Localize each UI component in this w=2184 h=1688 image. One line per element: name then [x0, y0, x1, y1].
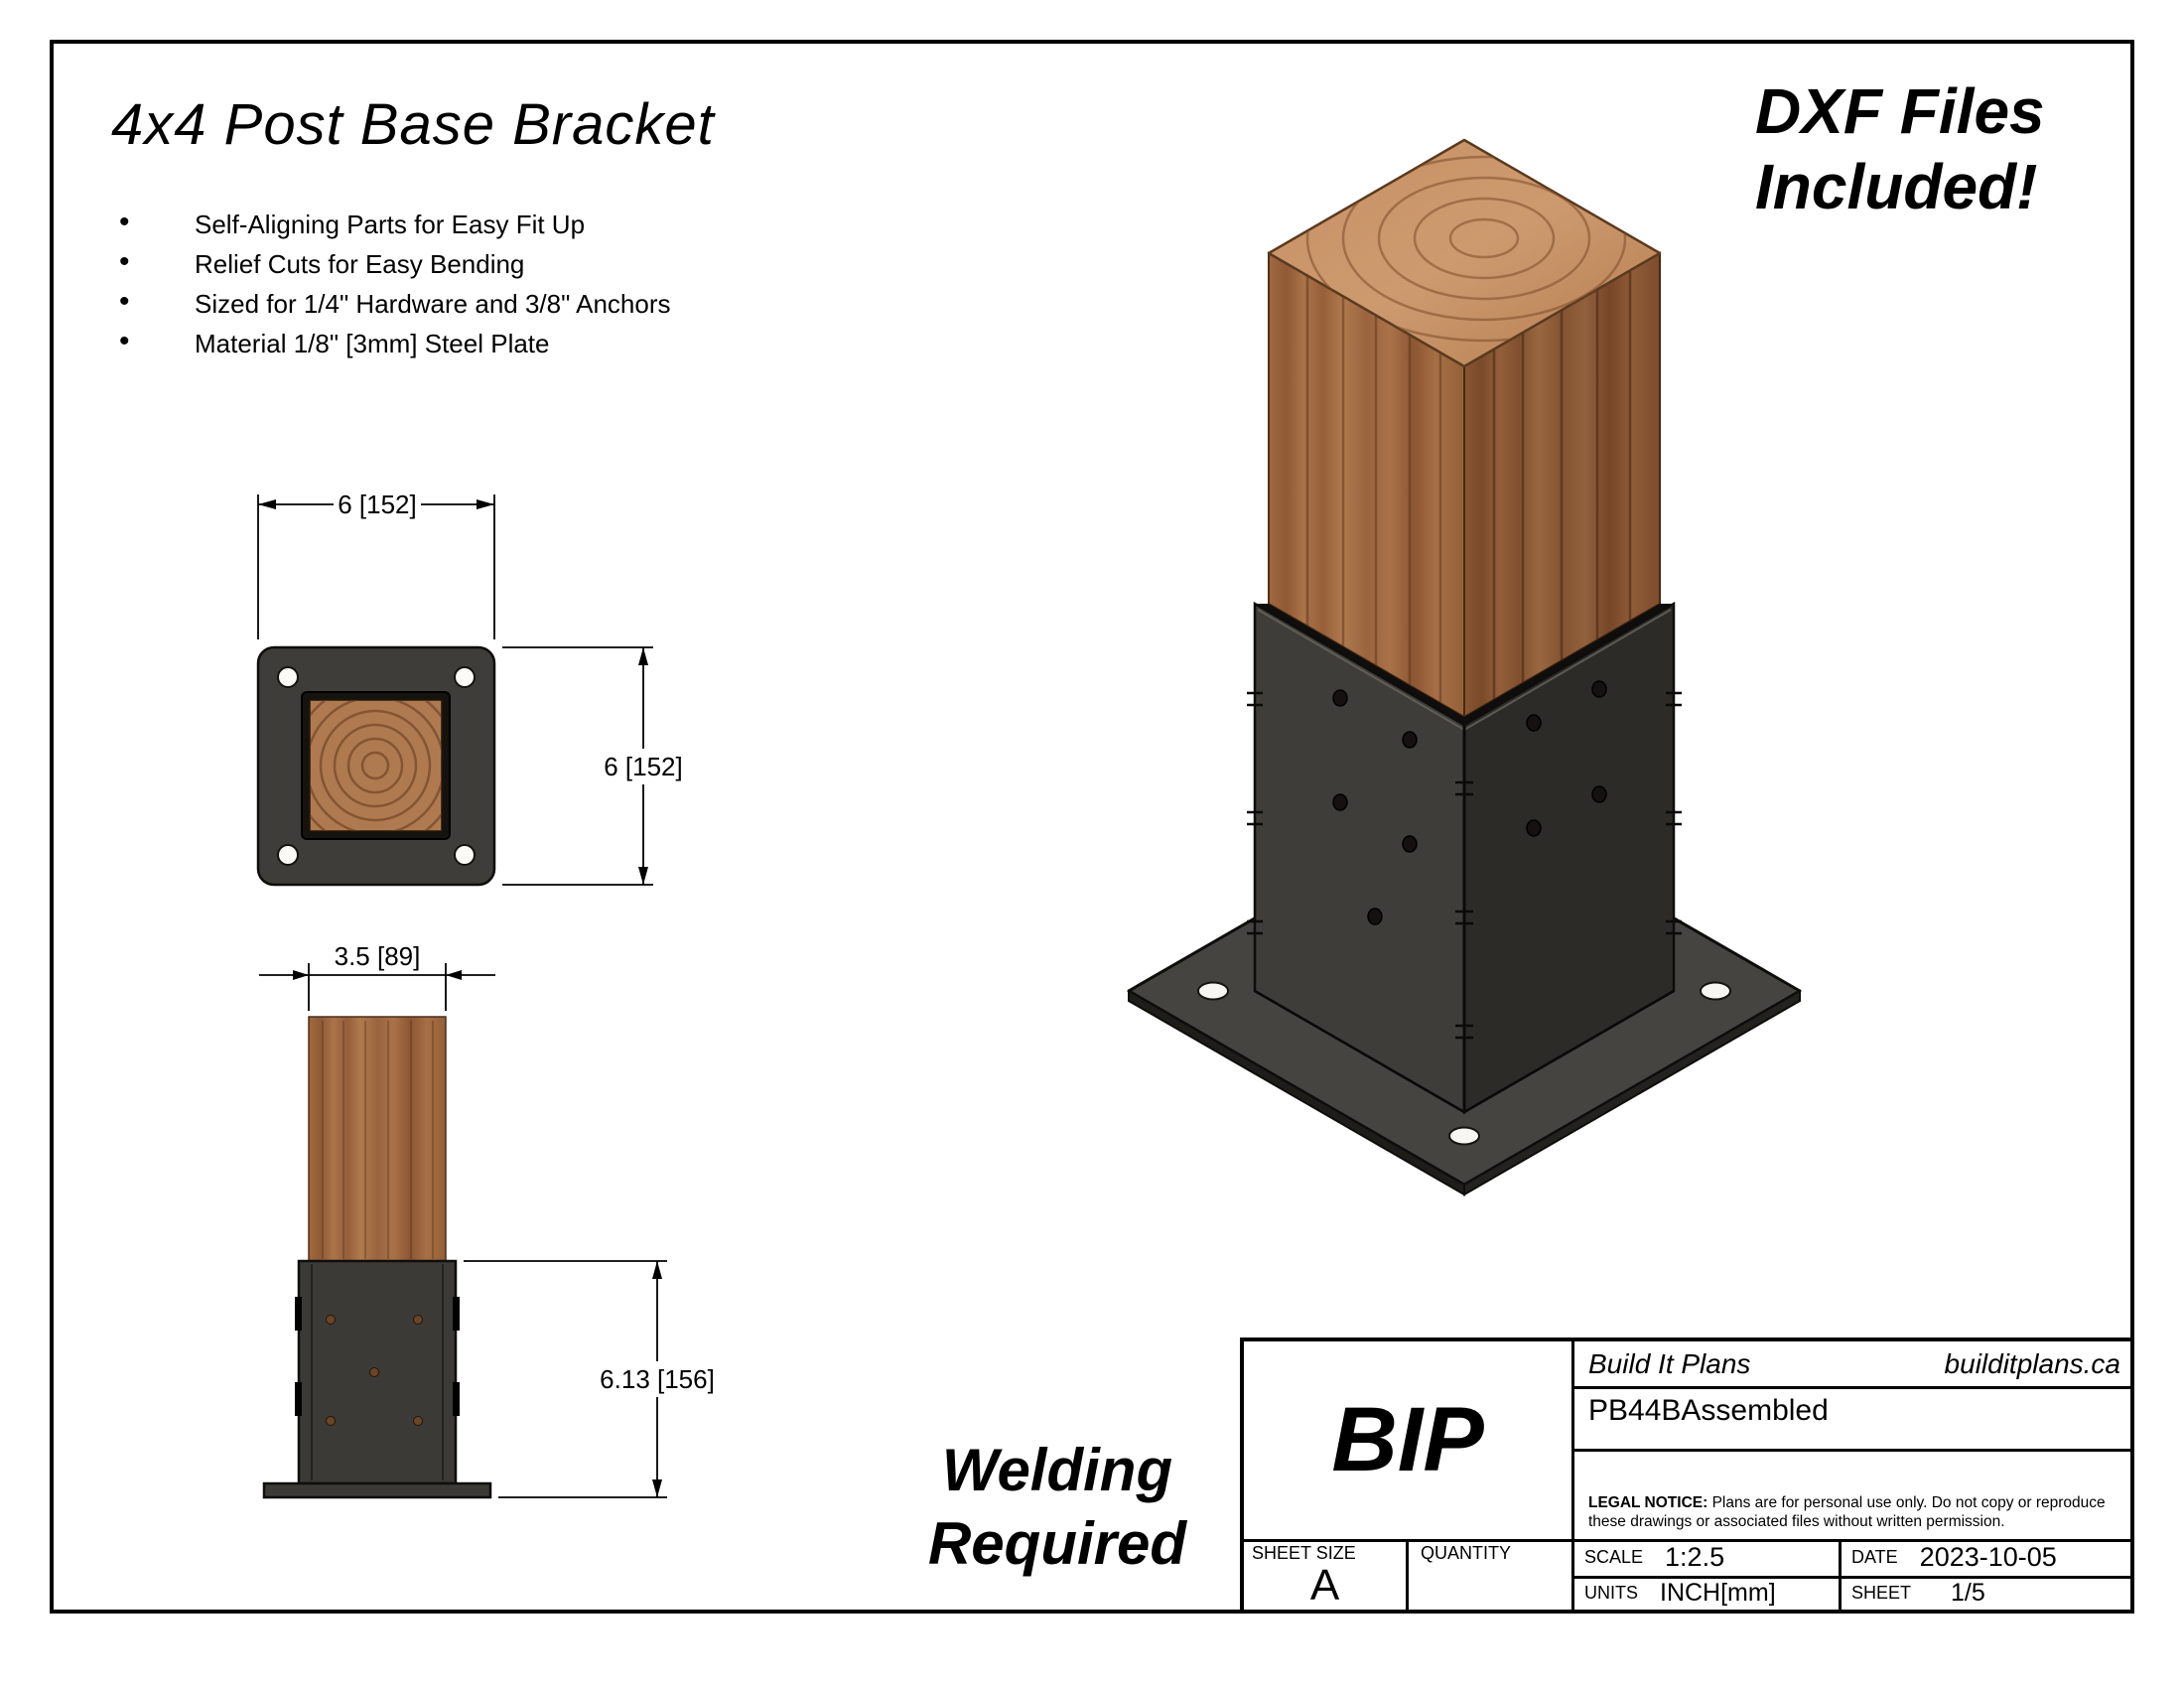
list-item: •Self-Aligning Parts for Easy Fit Up — [87, 205, 671, 244]
divider — [1571, 1576, 2130, 1579]
dxf-line-1: DXF Files — [1755, 75, 2045, 147]
company-row: Build It Plans builditplans.ca — [1574, 1341, 2134, 1386]
sheet-size-value: A — [1309, 1561, 1340, 1610]
anchor-hole — [454, 844, 476, 866]
bullet-icon: • — [119, 206, 130, 238]
front-view-drawing: 3.5 [89] 6.13 [156] — [259, 941, 721, 1499]
divider — [1571, 1341, 1574, 1610]
units-value: INCH[mm] — [1660, 1578, 1776, 1607]
post-end-grain — [309, 699, 443, 832]
welding-required-callout: Welding Required — [874, 1434, 1241, 1581]
divider — [1571, 1539, 2130, 1542]
list-item: •Relief Cuts for Easy Bending — [87, 244, 671, 284]
bullet-icon: • — [119, 325, 130, 357]
anchor-hole — [277, 666, 299, 688]
legal-notice-text: Plans are for personal use only. Do not … — [1588, 1494, 2106, 1530]
wood-grain-lines — [1492, 270, 1632, 700]
dim-text-mask — [596, 749, 691, 784]
welding-line-1: Welding — [941, 1437, 1173, 1503]
top-view-height-dimension: 6 [152] — [604, 752, 683, 781]
quantity-label: QUANTITY — [1421, 1543, 1512, 1563]
anchor-hole — [454, 666, 476, 688]
divider — [1839, 1539, 1842, 1610]
front-view-width-dimension: 3.5 [89] — [335, 941, 421, 971]
screw-holes — [326, 1315, 423, 1426]
top-view-width-dimension: 6 [152] — [338, 490, 417, 519]
top-view-bracket — [256, 645, 496, 887]
divider — [1571, 1449, 2130, 1452]
dim-text-mask — [594, 1361, 721, 1397]
sheet-value: 1/5 — [1951, 1578, 1985, 1607]
sheet-number-cell: SHEET 1/5 — [1842, 1576, 2134, 1610]
company-logo: BIP — [1331, 1389, 1484, 1490]
divider — [1571, 1386, 2130, 1389]
anchor-hole — [1448, 1126, 1480, 1146]
part-name-row: PB44BAssembled — [1574, 1386, 2134, 1449]
sheet-size-label: SHEET SIZE — [1252, 1543, 1356, 1563]
iso-sleeve — [1247, 601, 1682, 1115]
part-name: PB44BAssembled — [1588, 1394, 1829, 1427]
welding-line-2: Required — [927, 1510, 1187, 1577]
bullet-icon: • — [119, 285, 130, 318]
date-cell: DATE 2023-10-05 — [1842, 1539, 2134, 1576]
growth-rings — [310, 700, 442, 831]
wood-grain-lines — [322, 1021, 434, 1259]
page-title: 4x4 Post Base Bracket — [111, 92, 715, 157]
divider — [1406, 1539, 1409, 1610]
iso-post — [1267, 138, 1662, 719]
divider — [1244, 1539, 1574, 1542]
front-view-height-dimension: 6.13 [156] — [600, 1364, 715, 1394]
relief-cut-notches — [295, 1297, 460, 1416]
date-label: DATE — [1851, 1547, 1898, 1567]
growth-rings — [1305, 140, 1660, 343]
front-view-post — [308, 1016, 447, 1262]
isometric-view — [1127, 138, 1802, 1196]
sheet-size-cell: SHEET SIZE A — [1244, 1539, 1406, 1610]
front-view-bracket — [262, 1259, 492, 1499]
top-view-arrowheads — [258, 499, 648, 885]
units-label: UNITS — [1584, 1582, 1638, 1603]
list-item: •Material 1/8" [3mm] Steel Plate — [87, 324, 671, 363]
top-view-drawing: 6 [152] 6 [152] — [256, 487, 691, 887]
scale-cell: SCALE 1:2.5 — [1574, 1539, 1839, 1576]
front-view-arrowheads — [293, 970, 662, 1497]
anchor-hole — [277, 844, 299, 866]
wood-grain-lines — [1305, 276, 1442, 703]
units-cell: UNITS INCH[mm] — [1574, 1576, 1839, 1610]
quantity-cell: QUANTITY — [1409, 1539, 1571, 1610]
date-value: 2023-10-05 — [1919, 1542, 2057, 1572]
anchor-hole — [1700, 981, 1731, 1001]
sheet-label: SHEET — [1851, 1582, 1912, 1603]
sheet-border-frame — [50, 40, 2134, 1614]
legal-notice-label: LEGAL NOTICE: — [1588, 1494, 1708, 1511]
company-website: builditplans.ca — [1944, 1347, 2120, 1379]
relief-cut-ticks — [1247, 691, 1682, 1040]
legal-notice-row: LEGAL NOTICE: Plans are for personal use… — [1574, 1449, 2134, 1539]
dxf-files-callout: DXF Files Included! — [1755, 73, 2045, 224]
base-flange — [262, 1481, 492, 1499]
anchor-hole — [1197, 981, 1229, 1001]
scale-label: SCALE — [1584, 1547, 1644, 1567]
bullet-icon: • — [119, 245, 130, 278]
screw-holes — [1332, 680, 1607, 925]
company-name: Build It Plans — [1588, 1347, 1751, 1379]
title-block: BIP SHEET SIZE A QUANTITY Build It Plans… — [1240, 1337, 2134, 1614]
scale-value: 1:2.5 — [1665, 1542, 1725, 1572]
dxf-line-2: Included! — [1755, 151, 2038, 222]
dim-text-mask — [334, 487, 421, 522]
feature-notes-list: •Self-Aligning Parts for Easy Fit Up •Re… — [87, 205, 671, 363]
list-item: •Sized for 1/4" Hardware and 3/8" Anchor… — [87, 284, 671, 324]
